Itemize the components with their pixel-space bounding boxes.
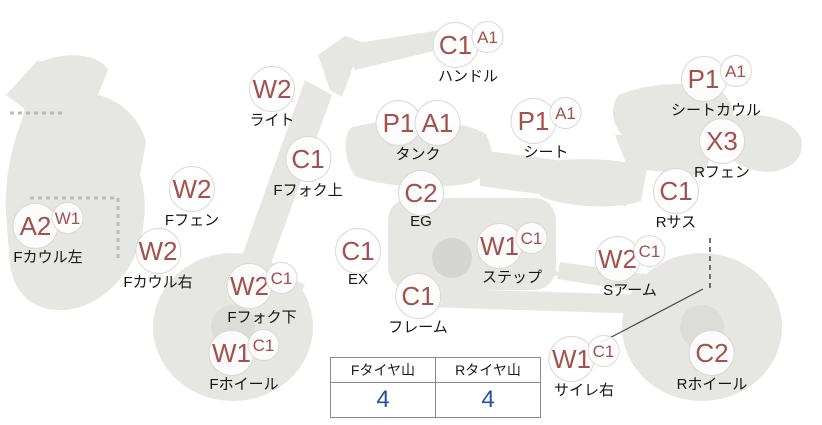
grade-badge: C1 <box>284 136 331 182</box>
swingarm-shape <box>557 262 701 301</box>
grade-badge: W2 <box>134 228 181 274</box>
grade-badge: C1 <box>432 22 479 68</box>
part-r-sus: C1 Rサス <box>653 168 699 232</box>
part-label: ステップ <box>481 269 542 286</box>
part-r-fender: X3 Rフェン <box>694 118 750 182</box>
part-eg: C2 EG <box>398 170 444 230</box>
seat-shape <box>540 159 647 207</box>
grade-badge: X3 <box>699 118 745 164</box>
grade-badge-secondary: C1 <box>247 329 280 361</box>
grade-badge: W1 <box>548 336 595 382</box>
grade-badge-secondary: A1 <box>549 97 582 129</box>
grade-badge-secondary: C1 <box>587 335 620 367</box>
part-label: EX <box>347 271 368 288</box>
part-label: シート <box>523 144 569 161</box>
part-label: フレーム <box>388 319 448 336</box>
grade-badge: P1 <box>375 100 422 146</box>
part-label: Fホイール <box>209 376 279 393</box>
grade-badge-secondary: C1 <box>265 262 298 294</box>
grade-badge: C1 <box>395 273 441 319</box>
grade-badge-secondary: C1 <box>633 235 666 267</box>
tire-tread-table: Fタイヤ山 Rタイヤ山 4 4 <box>330 357 541 418</box>
grade-badge: W1 <box>208 330 255 376</box>
part-label: Rフェン <box>694 164 750 181</box>
part-label: ライト <box>249 112 295 129</box>
grade-badge: W2 <box>168 166 215 212</box>
part-label: Fフェン <box>164 212 220 229</box>
part-label: Fフォク下 <box>227 309 297 326</box>
grade-badge: W1 <box>476 223 523 269</box>
grade-badge-secondary: W1 <box>51 202 84 234</box>
grade-badge-secondary: A1 <box>471 21 504 53</box>
grade-badge: C1 <box>335 228 381 274</box>
part-f-fork-upper: C1 Fフォク上 <box>273 136 343 200</box>
part-label: ハンドル <box>437 68 498 85</box>
grade-badge-secondary: A1 <box>719 55 752 87</box>
part-label: Sアーム <box>603 282 657 299</box>
part-label: Rサス <box>655 214 697 231</box>
grade-badge: W2 <box>249 66 295 112</box>
engine-shape <box>388 198 556 290</box>
f-tire-value: 4 <box>330 382 436 418</box>
part-label: シートカウル <box>670 102 762 119</box>
part-label: サイレ右 <box>553 382 614 399</box>
part-f-fender: W2 Fフェン <box>165 166 219 230</box>
grade-badge-secondary: C1 <box>515 222 548 254</box>
r-tire-value: 4 <box>435 382 541 418</box>
muffler-shape <box>420 288 682 315</box>
r-tire-header: Rタイヤ山 <box>435 357 541 383</box>
part-ex: C1 EX <box>335 228 381 288</box>
part-label: Fカウル右 <box>123 274 193 291</box>
grade-badge: A2 <box>12 203 59 249</box>
grade-badge-secondary: A1 <box>414 100 461 146</box>
grade-badge: C1 <box>653 168 699 214</box>
part-label: EG <box>410 213 432 230</box>
part-label: Rホイール <box>676 376 748 393</box>
grade-badge: C2 <box>398 170 444 216</box>
grade-badge: W2 <box>226 263 273 309</box>
part-light: W2 ライト <box>249 66 295 130</box>
grade-badge: W2 <box>594 236 641 282</box>
pointer-line <box>599 288 704 344</box>
part-r-wheel: C2 Rホイール <box>676 330 748 394</box>
f-tire-header: Fタイヤ山 <box>330 357 436 383</box>
part-frame: C1 フレーム <box>388 273 448 337</box>
grade-badge: P1 <box>680 56 727 102</box>
windscreen-shape <box>6 60 62 110</box>
part-f-cowl-right: W2 Fカウル右 <box>123 228 193 292</box>
part-label: タンク <box>395 146 441 163</box>
part-label: Fフォク上 <box>273 182 343 199</box>
part-label: Fカウル左 <box>13 249 83 266</box>
grade-badge: C2 <box>689 330 735 376</box>
grade-badge: P1 <box>510 98 557 144</box>
